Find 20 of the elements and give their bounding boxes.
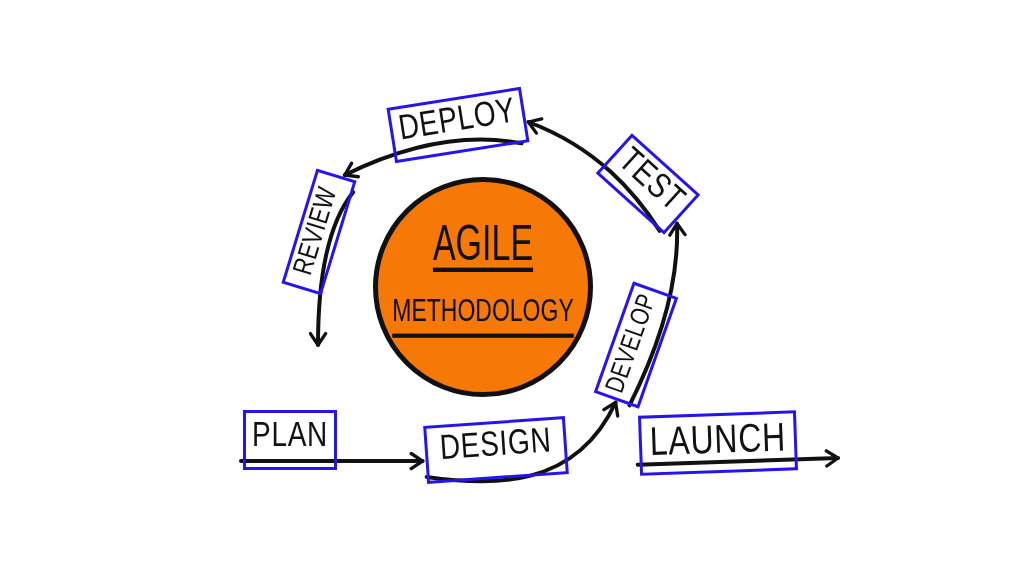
- stage-label: DESIGN: [438, 422, 553, 466]
- arrow: [424, 400, 619, 484]
- stage-box: [593, 281, 679, 409]
- stage-box: [423, 416, 569, 484]
- stage-box: [386, 86, 530, 164]
- stage-label: LAUNCH: [649, 416, 787, 462]
- stage-label: DEPLOY: [396, 92, 518, 146]
- arrow: [635, 449, 840, 468]
- stage-label: REVIEW: [288, 183, 342, 278]
- arrow: [308, 190, 356, 347]
- arrow: [627, 221, 687, 408]
- stage-box: [595, 133, 701, 235]
- arrow: [342, 137, 524, 179]
- stage-box: [638, 410, 798, 476]
- stage-label: PLAN: [252, 417, 328, 453]
- stage-box: [281, 168, 357, 296]
- arrow: [239, 451, 425, 471]
- circle-heading: AGILE: [432, 218, 534, 268]
- stage-box: [243, 410, 337, 470]
- arrow: [526, 117, 662, 233]
